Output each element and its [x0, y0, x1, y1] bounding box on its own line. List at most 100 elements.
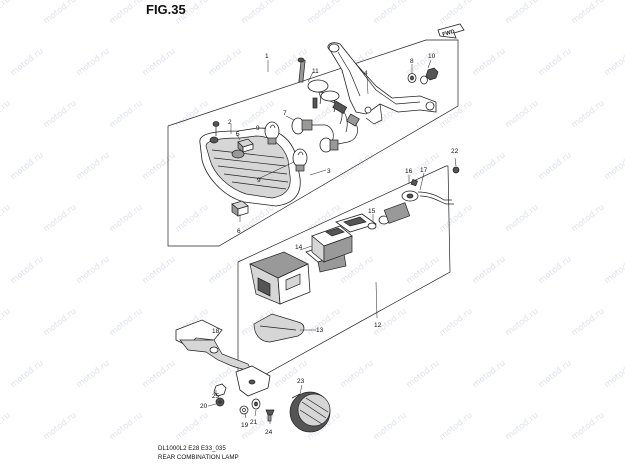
fwd-label: FWD — [442, 29, 456, 38]
watermark-text-7: motod.ru — [438, 0, 475, 26]
watermark-text-65: motod.ru — [306, 306, 343, 338]
bulb-lower[interactable] — [292, 148, 308, 172]
nut-part-10[interactable] — [420, 67, 439, 85]
lamp-cover[interactable] — [311, 213, 377, 263]
watermark-text-22: motod.ru — [108, 98, 145, 130]
watermark-text-30: motod.ru — [9, 150, 46, 182]
watermark-text-17: motod.ru — [471, 46, 508, 78]
callout-18: 18 — [212, 328, 220, 335]
lamp-housing[interactable] — [199, 121, 301, 207]
figure-title: FIG.35 — [146, 2, 186, 17]
callout-10: 10 — [428, 53, 436, 60]
watermark-text-9: motod.ru — [570, 0, 607, 26]
callout-8: 8 — [410, 58, 414, 65]
watermark-text-58: motod.ru — [537, 254, 574, 286]
watermark-text-6: motod.ru — [372, 0, 409, 26]
washer-part-19[interactable] — [239, 405, 249, 415]
watermark-text-61: motod.ru — [42, 306, 79, 338]
callout-6: 6 — [237, 228, 241, 235]
watermark-text-31: motod.ru — [75, 150, 112, 182]
callout-numbers: 1 2 3 4 5 6 7 8 9 9 10 11 12 13 14 15 16… — [200, 53, 459, 436]
lamp-bracket[interactable] — [327, 42, 437, 125]
license-lamp-lens[interactable] — [253, 313, 305, 343]
callout-17: 17 — [420, 167, 428, 174]
watermark-text-72: motod.ru — [141, 358, 178, 390]
callout-15: 15 — [368, 208, 376, 215]
watermark-text-59: motod.ru — [603, 254, 625, 286]
callout-20: 20 — [200, 403, 208, 410]
callout-14: 14 — [295, 244, 303, 251]
callout-3: 3 — [327, 168, 331, 175]
callout-2: 2 — [228, 119, 232, 126]
leader-lines — [207, 59, 457, 424]
watermark-text-2: motod.ru — [108, 0, 145, 26]
callout-22: 22 — [451, 148, 459, 155]
watermark-text-28: motod.ru — [504, 98, 541, 130]
callout-24: 24 — [265, 429, 273, 436]
watermark-text-57: motod.ru — [471, 254, 508, 286]
cushion-part-6[interactable] — [231, 200, 249, 217]
watermark-text-86: motod.ru — [372, 410, 409, 442]
assembly-name-caption: REAR COMBINATION LAMP — [158, 454, 239, 461]
callout-25: 25 — [212, 393, 220, 400]
watermark-text-12: motod.ru — [141, 46, 178, 78]
watermark-text-38: motod.ru — [537, 150, 574, 182]
watermark-text-1: motod.ru — [42, 0, 79, 26]
callout-21: 21 — [250, 419, 258, 426]
watermark-text-50: motod.ru — [9, 254, 46, 286]
watermark-text-75: motod.ru — [339, 358, 376, 390]
watermark-text-11: motod.ru — [75, 46, 112, 78]
watermark-text-77: motod.ru — [471, 358, 508, 390]
washer-part-8[interactable] — [407, 73, 417, 83]
watermark-text-52: motod.ru — [141, 254, 178, 286]
watermark-text-13: motod.ru — [207, 46, 244, 78]
watermark-text-78: motod.ru — [537, 358, 574, 390]
watermark-text-79: motod.ru — [603, 358, 625, 390]
bulb-upper[interactable] — [264, 121, 280, 145]
screw-part-24[interactable] — [265, 409, 275, 422]
watermark-text-60: motod.ru — [0, 306, 13, 338]
front-direction-marker: FWD — [437, 23, 465, 39]
reflector[interactable] — [289, 391, 331, 433]
callout-9-upper: 9 — [256, 125, 260, 132]
license-bracket[interactable] — [175, 319, 271, 397]
wiring-harness[interactable] — [291, 57, 360, 153]
watermark-text-41: motod.ru — [42, 202, 79, 234]
license-lamp-socket[interactable] — [367, 166, 460, 230]
watermark-text-76: motod.ru — [405, 358, 442, 390]
nut-part-25[interactable] — [213, 383, 227, 397]
watermark-text-56: motod.ru — [405, 254, 442, 286]
watermark-text-48: motod.ru — [504, 202, 541, 234]
callout-9-lower: 9 — [257, 177, 261, 184]
watermark-text-29: motod.ru — [570, 98, 607, 130]
watermark-text-43: motod.ru — [174, 202, 211, 234]
watermark-text-83: motod.ru — [174, 410, 211, 442]
callout-12: 12 — [374, 322, 382, 329]
callout-11: 11 — [312, 68, 319, 75]
callout-1: 1 — [265, 53, 269, 60]
watermark-text-89: motod.ru — [570, 410, 607, 442]
watermark-text-37: motod.ru — [471, 150, 508, 182]
watermark-text-10: motod.ru — [9, 46, 46, 78]
watermark-text-4: motod.ru — [240, 0, 277, 26]
watermark-text-62: motod.ru — [108, 306, 145, 338]
watermark-text-81: motod.ru — [42, 410, 79, 442]
watermark-text-82: motod.ru — [108, 410, 145, 442]
callout-19: 19 — [241, 422, 249, 429]
callout-16: 16 — [405, 168, 413, 175]
upper-assembly-box — [167, 39, 459, 247]
watermark-text-40: motod.ru — [0, 202, 13, 234]
watermark-text-18: motod.ru — [537, 46, 574, 78]
watermark-text-19: motod.ru — [603, 46, 625, 78]
watermark-text-49: motod.ru — [570, 202, 607, 234]
watermark-text-68: motod.ru — [504, 306, 541, 338]
watermark-text-32: motod.ru — [141, 150, 178, 182]
watermark-text-47: motod.ru — [438, 202, 475, 234]
watermark-layer: motod.ru motod.ru motod.ru motod.ru motod.ru… — [0, 0, 625, 442]
callout-5: 5 — [236, 131, 240, 138]
screw-part-20[interactable] — [215, 397, 225, 407]
clip-part-5[interactable] — [237, 138, 254, 153]
watermark-text-67: motod.ru — [438, 306, 475, 338]
nut-part-21[interactable] — [251, 398, 261, 410]
